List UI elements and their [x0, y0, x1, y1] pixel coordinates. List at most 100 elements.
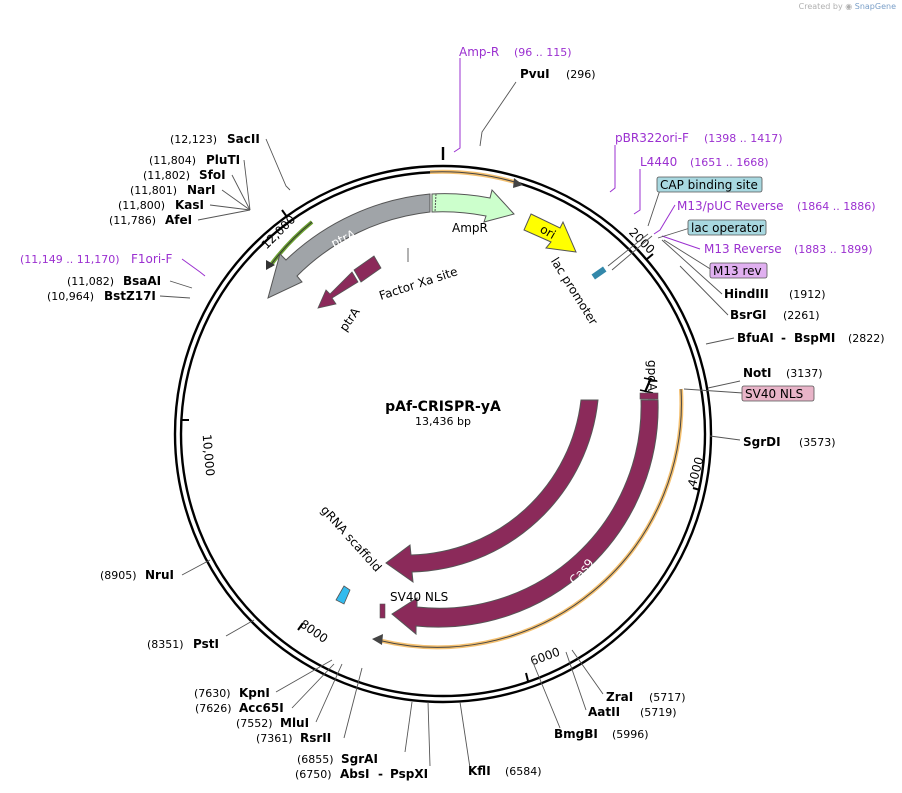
- enzyme-kfli-pos: (6584): [505, 765, 542, 778]
- enzyme-sacii: SacII: [227, 132, 260, 146]
- cas9-outer-arrow: [391, 399, 659, 636]
- enzyme-bsrgi-pos: (2261): [783, 309, 820, 322]
- plasmid-name: pAf-CRISPR-yA: [385, 399, 501, 415]
- primer-leaders: [181, 58, 701, 277]
- ptra-outer-arrow: [267, 193, 431, 299]
- leader-absi: [427, 701, 431, 767]
- lac-operator-box: [687, 219, 767, 236]
- tick-8000-mark: [297, 622, 304, 631]
- enzyme-mlui-pos: (7552): [236, 717, 273, 730]
- sv40-nls-box-label: SV40 NLS: [745, 387, 803, 401]
- enzyme-acc65i: Acc65I: [239, 701, 284, 715]
- leader-pluti: [243, 159, 251, 211]
- primer-leader-amp-r: [453, 58, 461, 153]
- enzyme-leaders: [159, 81, 744, 769]
- leader-bsaai: [169, 280, 193, 289]
- enzyme-absi: AbsI: [340, 767, 369, 781]
- enzyme-nrui-pos: (8905): [100, 569, 137, 582]
- leader-m13rev-box: [663, 239, 713, 271]
- lac-promoter-label: lac promoter: [548, 255, 601, 328]
- enzyme-sgrai-pos: (6855): [297, 753, 334, 766]
- enzyme-absi-pos: (6750): [295, 768, 332, 781]
- tick-12000-mark: [281, 209, 288, 218]
- sv40-nls-label: SV40 NLS: [390, 590, 448, 604]
- enzyme-zrai: ZraI: [606, 690, 633, 704]
- enzyme-noti: NotI: [743, 366, 772, 380]
- leader-lacprom: [611, 235, 653, 271]
- snapgene-logo-icon: ◉: [845, 2, 853, 11]
- enzyme-afei-pos: (11,786): [109, 214, 156, 227]
- enzyme-zrai-pos: (5717): [649, 691, 686, 704]
- enzyme-kfli: KflI: [468, 764, 491, 778]
- enzyme-bstz17i: BstZ17I: [104, 289, 156, 303]
- enzyme-kasi: KasI: [175, 198, 204, 212]
- enzyme-nrui: NruI: [145, 568, 174, 582]
- leader-sgrai: [404, 701, 413, 753]
- orf-arc-top-line: [429, 171, 519, 184]
- enzyme-bsaai: BsaAI: [123, 274, 161, 288]
- primer-pbr322-pos: (1398 .. 1417): [704, 132, 783, 145]
- plasmid-length: 13,436 bp: [415, 415, 471, 428]
- lac-promoter-mark: [591, 266, 607, 280]
- leader-afei: [197, 209, 251, 221]
- leader-bfuai: [705, 337, 735, 345]
- leader-bsrgi: [679, 265, 729, 316]
- leader-sfoi: [231, 174, 251, 211]
- leader-nrui: [181, 559, 211, 576]
- enzyme-psti: PstI: [193, 637, 219, 651]
- enzyme-rsrii: RsrII: [300, 731, 331, 745]
- tick-8000: 8000: [297, 617, 330, 646]
- primer-l4440-pos: (1651 .. 1668): [690, 156, 769, 169]
- primer-f1ori-name: F1ori-F: [131, 252, 172, 266]
- enzyme-mlui: MluI: [280, 716, 309, 730]
- ampr-divider: [434, 193, 437, 213]
- leader-sgrdi: [709, 435, 741, 441]
- leader-bmgbi: [531, 659, 561, 729]
- enzyme-pvui: PvuI: [520, 67, 550, 81]
- enzyme-labels: PvuI (296) HindIII (1912) BsrGI (2261) B…: [47, 67, 885, 781]
- leader-cap: [647, 189, 661, 227]
- enzyme-nari: NarI: [187, 183, 216, 197]
- leader-mlui: [315, 663, 343, 723]
- tick-12000: 12,000: [259, 212, 299, 252]
- leader-pvui: [479, 81, 517, 147]
- leader-noti: [707, 380, 741, 389]
- ampr-label: AmpR: [452, 221, 488, 235]
- tick-6000: 6000: [528, 645, 561, 669]
- leader-zrai: [571, 649, 604, 695]
- leader-sacii: [265, 138, 291, 191]
- cas9-inner-arrow: [385, 399, 599, 584]
- primer-pbr322-name: pBR322ori-F: [615, 131, 689, 145]
- tick-10000: 10,000: [200, 434, 218, 477]
- enzyme-sgrdi-pos: (3573): [799, 436, 836, 449]
- tick-2000-mark: [646, 253, 654, 260]
- enzyme-sgrai: SgrAI: [341, 752, 378, 766]
- enzyme-bfuai-pos: (2822): [848, 332, 885, 345]
- leader-kfli: [459, 701, 471, 769]
- enzyme-noti-pos: (3137): [786, 367, 823, 380]
- lac-operator-label: lac operator: [691, 221, 764, 235]
- primer-amp-r-pos: (96 .. 115): [514, 46, 572, 59]
- leader-kasi: [209, 204, 251, 211]
- enzyme-pluti-pos: (11,804): [149, 154, 196, 167]
- leader-lacop: [657, 227, 691, 239]
- enzyme-psti-pos: (8351): [147, 638, 184, 651]
- leader-kpni: [275, 659, 333, 693]
- cas9-inner-label: Cas9: [540, 514, 570, 545]
- enzyme-pvui-pos: (296): [566, 68, 596, 81]
- orf-arc-left-head: [266, 260, 275, 270]
- factor-xa-label: Factor Xa site: [377, 264, 459, 303]
- ori-arrow: [523, 213, 577, 253]
- leader-nari: [221, 189, 251, 211]
- enzyme-afei: AfeI: [165, 213, 192, 227]
- credit-text: Created by: [798, 2, 843, 11]
- primer-l4440-name: L4440: [640, 155, 677, 169]
- primer-labels: Amp-R (96 .. 115) pBR322ori-F (1398 .. 1…: [20, 45, 876, 266]
- enzyme-bstz17i-pos: (10,964): [47, 290, 94, 303]
- leader-bstz17i: [159, 295, 191, 299]
- enzyme-dash: -: [781, 331, 786, 345]
- gpda-marker-cap1: [643, 377, 658, 382]
- gpda-marker: [643, 377, 653, 393]
- enzyme-sfoi-pos: (11,802): [143, 169, 190, 182]
- enzyme-sacii-pos: (12,123): [170, 133, 217, 146]
